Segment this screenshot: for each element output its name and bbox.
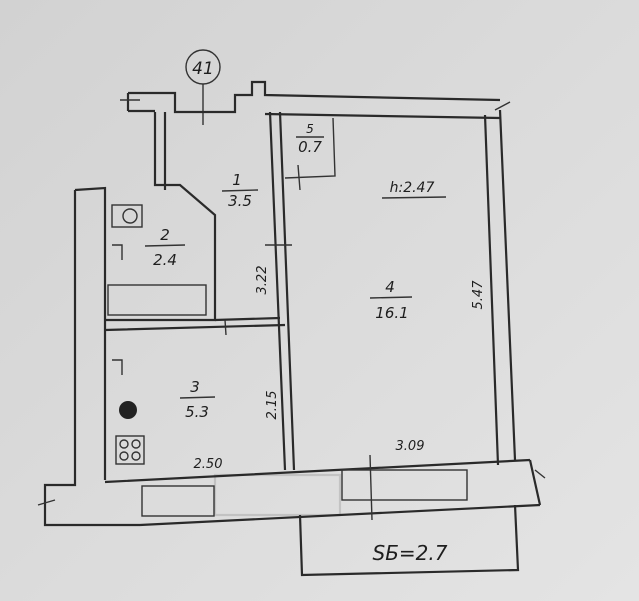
dimension-kitchen-width: 2.50 [194, 457, 223, 472]
svg-text:h:2.47: h:2.47 [390, 180, 435, 196]
window-kitchen [141, 485, 215, 517]
dimension-corridor-length: 3.22 [255, 266, 270, 295]
dimension-room-length: 5.47 [471, 280, 486, 310]
toilet-icon [111, 204, 143, 228]
svg-text:16.1: 16.1 [375, 304, 408, 322]
room-2-label: 2 2.4 [144, 226, 186, 269]
room-1-label: 1 3.5 [221, 171, 259, 210]
svg-text:3.5: 3.5 [228, 192, 252, 210]
boiler-icon [119, 401, 137, 419]
exterior-wall-top [120, 80, 511, 120]
svg-text:1: 1 [232, 171, 242, 189]
axis-marker: 41 [185, 49, 221, 125]
window-room [341, 469, 468, 501]
exterior-wall-bottom [104, 454, 546, 527]
balcony: SБ=2.7 [298, 504, 520, 577]
room-4-label: 4 16.1 [369, 278, 413, 322]
stove-icon [115, 435, 145, 465]
svg-text:4: 4 [385, 278, 395, 296]
room-5-label: 5 0.7 [296, 122, 324, 156]
exterior-wall-right [483, 109, 517, 466]
dimension-room-width: 3.09 [396, 439, 425, 454]
bathtub-icon [107, 284, 207, 316]
svg-text:2.4: 2.4 [153, 251, 177, 269]
svg-text:3: 3 [190, 378, 200, 396]
svg-text:5.3: 5.3 [185, 403, 209, 421]
fixtures [107, 204, 207, 465]
interior-walls [104, 111, 336, 471]
svg-text:0.7: 0.7 [298, 138, 322, 156]
closet-5 [284, 117, 336, 179]
dimension-kitchen-length: 2.15 [265, 391, 280, 420]
svg-text:5: 5 [306, 122, 314, 136]
axis-marker-label: 41 [192, 59, 214, 79]
room-3-label: 3 5.3 [179, 378, 216, 421]
exterior-wall-left [37, 186, 140, 527]
ceiling-height-label: h:2.47 [381, 180, 447, 199]
svg-text:2: 2 [160, 226, 170, 244]
balcony-area-label: SБ=2.7 [373, 541, 448, 565]
